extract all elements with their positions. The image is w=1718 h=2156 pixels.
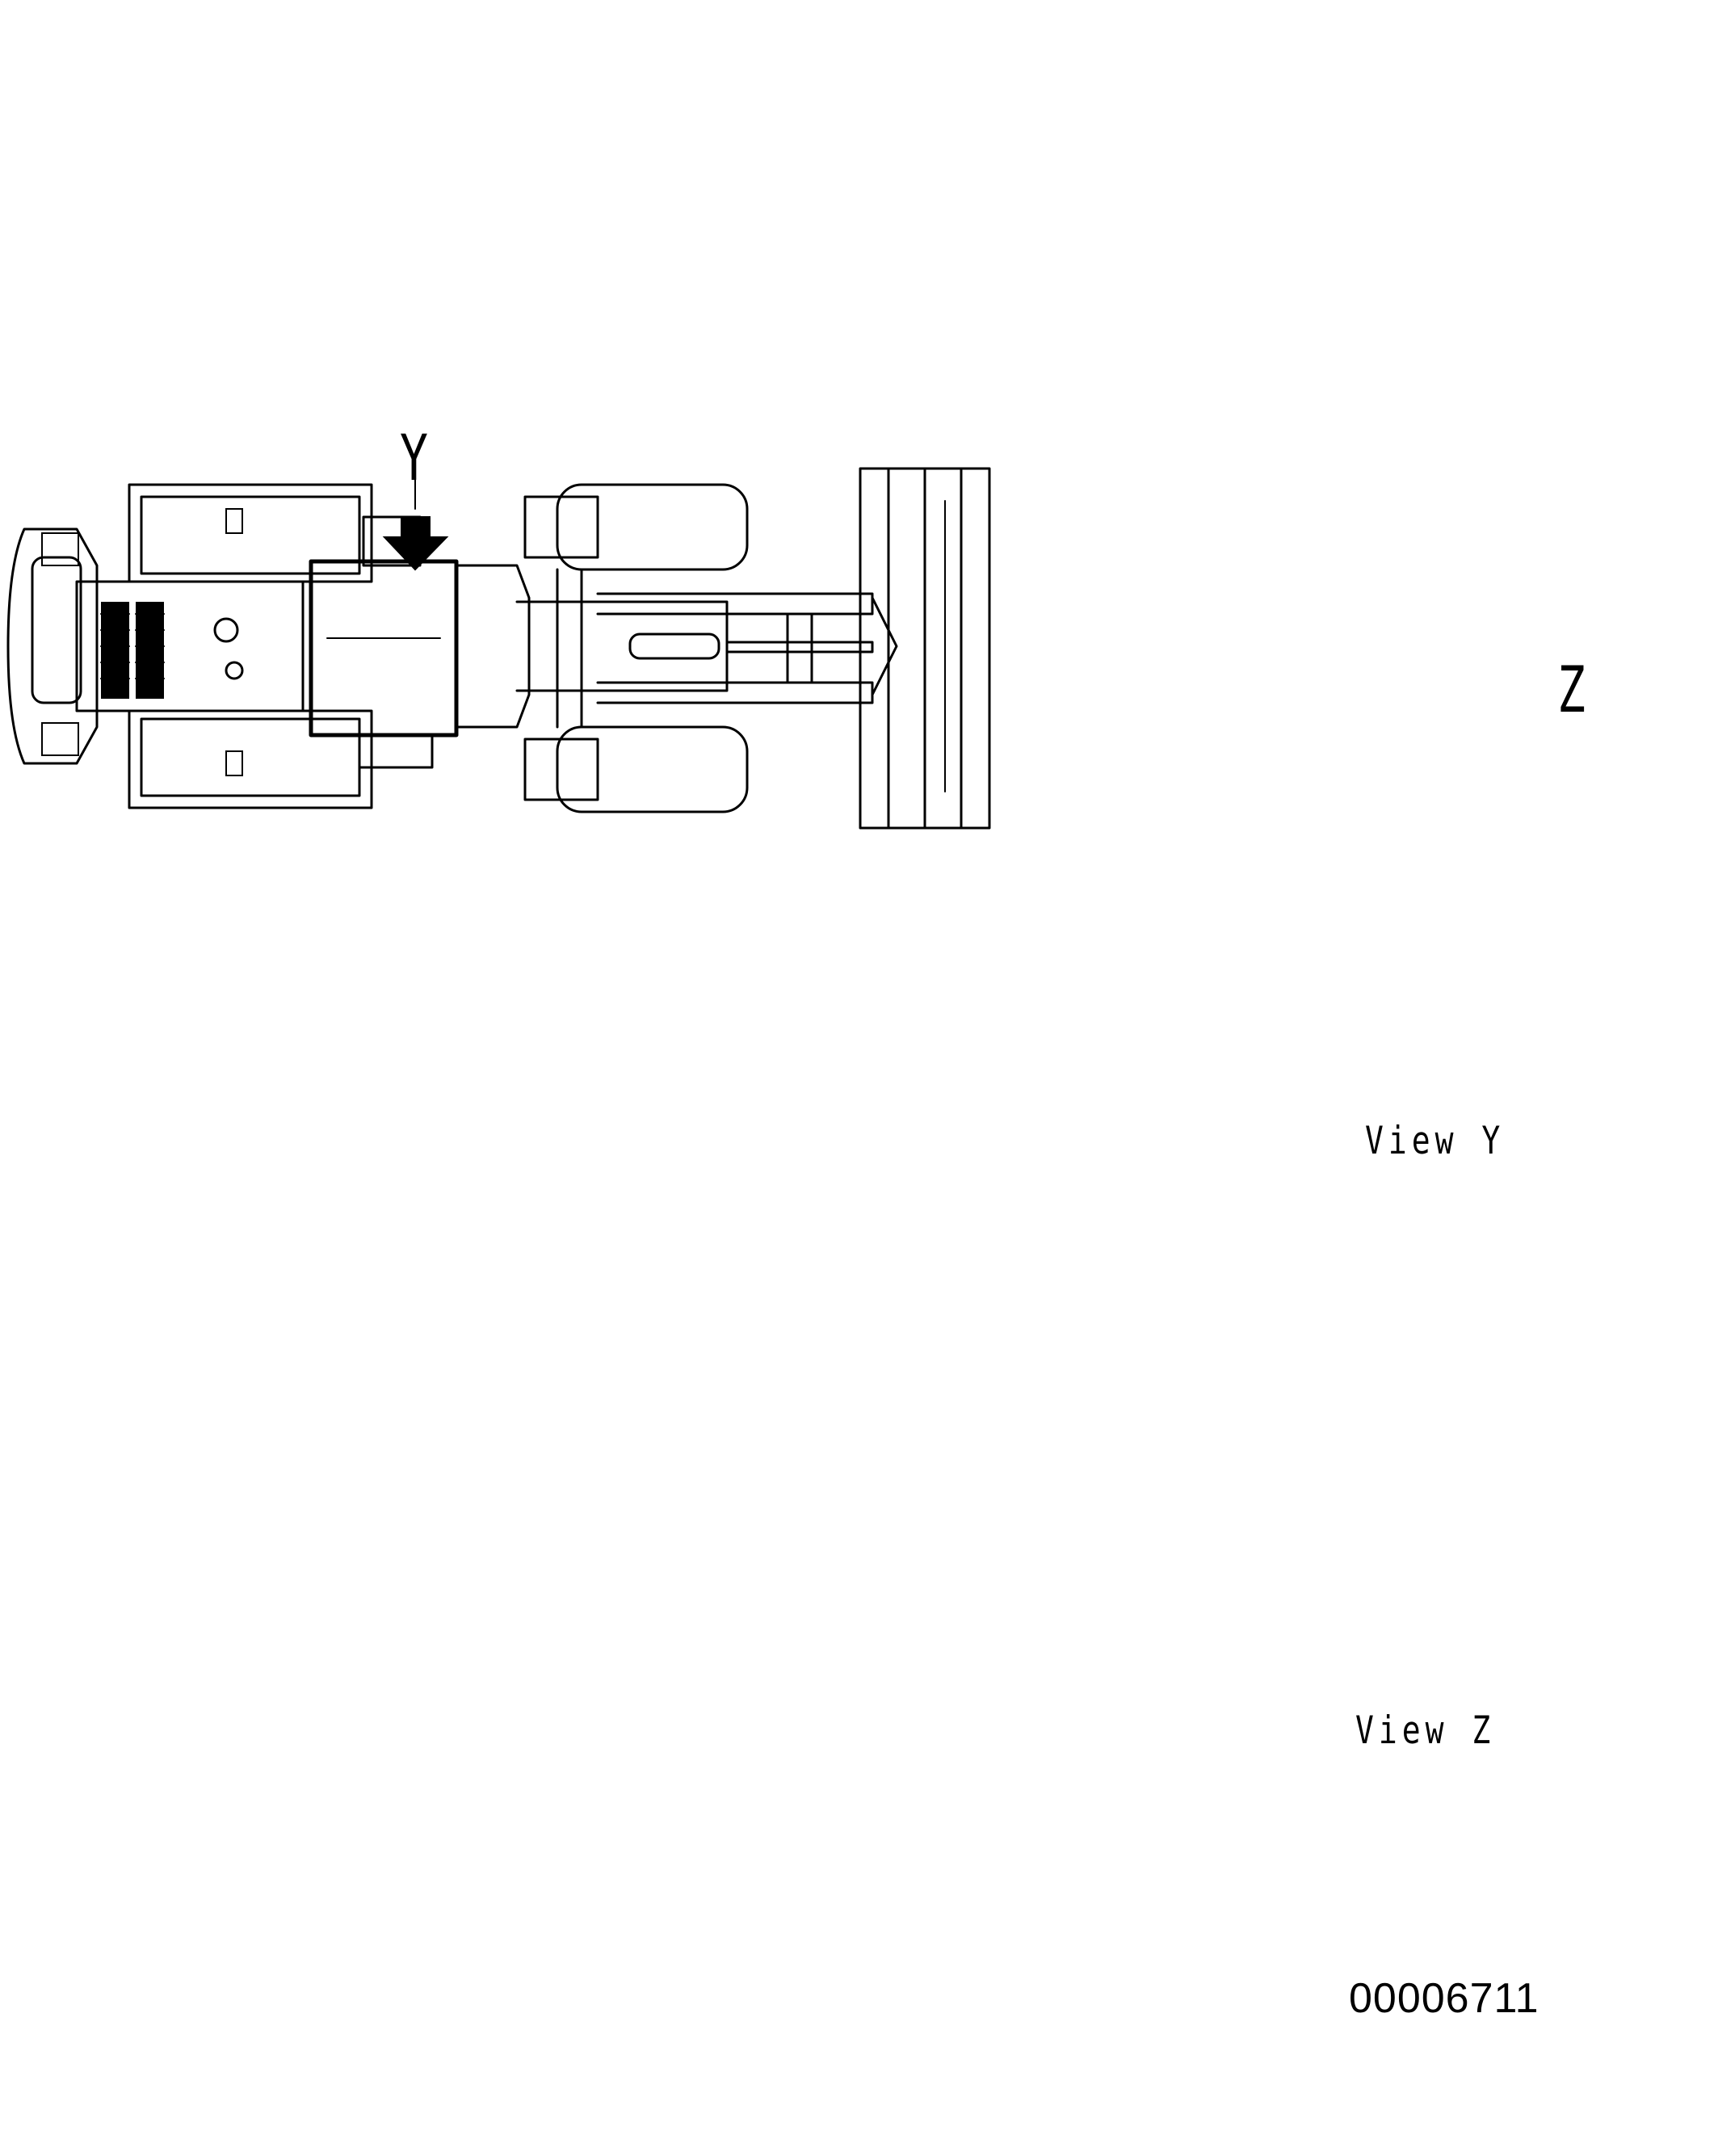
view-z-caption: View Z bbox=[1355, 1708, 1496, 1753]
engine-grille bbox=[100, 602, 165, 699]
view-y-caption: View Y bbox=[1365, 1118, 1506, 1163]
view-y-arrow bbox=[382, 516, 449, 571]
drawing-number: 00006711 bbox=[1349, 1975, 1539, 2022]
machine-top-view bbox=[6, 460, 991, 830]
view-y-marker: Y bbox=[400, 421, 428, 496]
view-z-marker: Z bbox=[1557, 653, 1586, 728]
